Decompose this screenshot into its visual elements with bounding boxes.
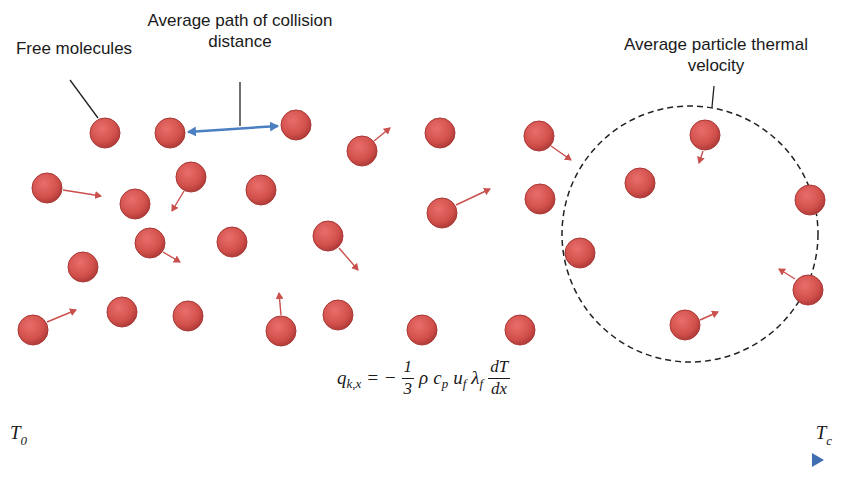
symbol: c	[433, 367, 441, 389]
fraction: dTdx	[488, 358, 510, 398]
subscript: p	[442, 376, 449, 392]
subscript: f	[480, 376, 484, 392]
symbol: u	[453, 367, 463, 389]
temperature-label: T0	[10, 422, 27, 444]
subscript: f	[463, 376, 467, 392]
denominator: dx	[489, 379, 509, 399]
numerator: 1	[402, 358, 415, 379]
subscript: k,x	[346, 376, 361, 392]
subscript: c	[826, 433, 832, 448]
symbol: λ	[471, 367, 479, 389]
symbol: T	[816, 422, 827, 443]
symbol: q	[337, 367, 347, 389]
symbol: T	[10, 422, 21, 443]
numerator: dT	[488, 358, 510, 379]
operator: = −	[366, 367, 396, 389]
subscript: 0	[21, 433, 28, 448]
callout-label: Average path of collision distance	[140, 10, 340, 53]
fourier-equation: qk,x= −13ρcpufλfdTdx	[337, 358, 515, 398]
callout-label: Average particle thermal velocity	[616, 34, 816, 77]
temperature-label: Tc	[816, 422, 832, 444]
fraction: 13	[402, 358, 415, 398]
denominator: 3	[402, 379, 415, 399]
symbol: ρ	[419, 367, 428, 389]
callout-label: Free molecules	[4, 38, 144, 59]
